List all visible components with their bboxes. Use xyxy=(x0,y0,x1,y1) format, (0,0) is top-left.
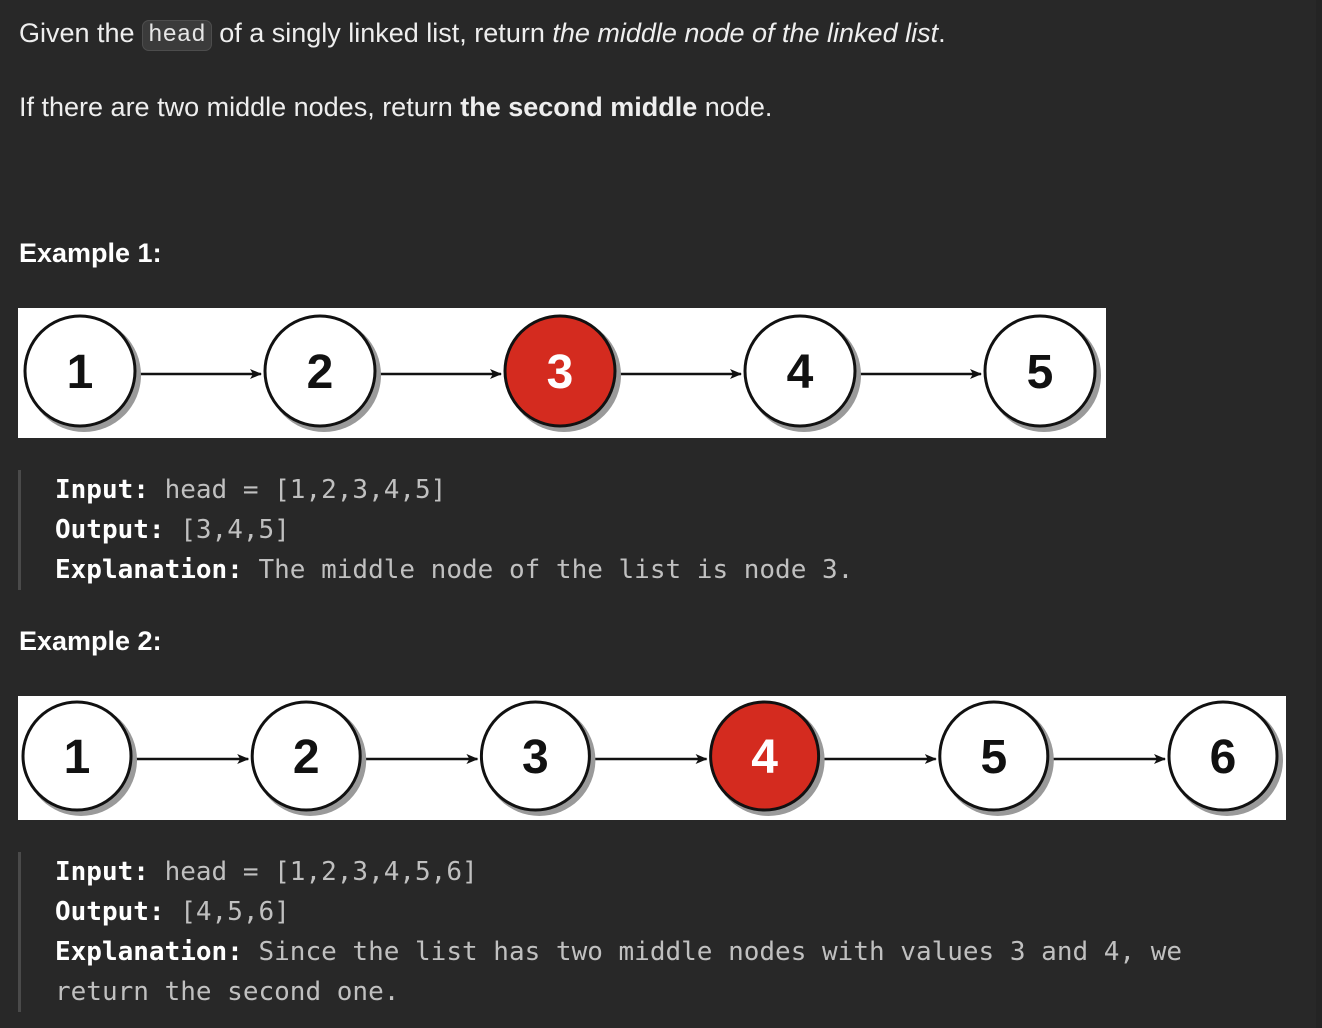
example-2-block: Input: head = [1,2,3,4,5,6] Output: [4,5… xyxy=(18,852,1182,1012)
list-node-circle xyxy=(743,314,857,428)
input-value: head = [1,2,3,4,5,6] xyxy=(164,857,478,887)
output-label: Output: xyxy=(55,897,165,927)
inline-code-head: head xyxy=(142,20,212,51)
list-node-circle xyxy=(938,700,1050,812)
problem-statement: Given the head of a singly linked list, … xyxy=(19,16,946,54)
list-node-circle xyxy=(983,314,1097,428)
list-node-value: 3 xyxy=(547,346,574,399)
example-1-block: Input: head = [1,2,3,4,5] Output: [3,4,5… xyxy=(18,470,853,590)
list-node-value: 5 xyxy=(1027,346,1054,399)
example-2-linked-list-image: 1 2 3 4 5 6 xyxy=(18,696,1286,820)
middle-node-circle xyxy=(503,314,617,428)
list-node-value: 5 xyxy=(980,731,1007,784)
statement-text: of a singly linked list, return xyxy=(211,18,553,48)
explanation-label: Explanation: xyxy=(55,555,243,585)
list-node-circle xyxy=(263,314,377,428)
explanation-text: Since the list has two middle nodes with… xyxy=(258,937,1183,967)
list-node-value: 1 xyxy=(67,346,94,399)
output-label: Output: xyxy=(55,515,165,545)
statement-text: . xyxy=(938,18,946,48)
explanation-text: return the second one. xyxy=(55,977,400,1007)
example-2-explanation: Explanation: Since the list has two midd… xyxy=(55,932,1182,972)
output-value: [3,4,5] xyxy=(180,515,290,545)
input-value: head = [1,2,3,4,5] xyxy=(164,475,447,505)
problem-note: If there are two middle nodes, return th… xyxy=(19,90,772,124)
example-2-linked-list-diagram: 1 2 3 4 5 6 xyxy=(21,700,1283,816)
statement-emphasis: the middle node of the linked list xyxy=(552,18,939,48)
example-1-title: Example 1: xyxy=(19,238,162,268)
list-node-value: 6 xyxy=(1210,731,1237,784)
output-value: [4,5,6] xyxy=(180,897,290,927)
note-text: If there are two middle nodes, return xyxy=(19,92,461,122)
example-1-output: Output: [3,4,5] xyxy=(55,510,853,550)
input-label: Input: xyxy=(55,857,149,887)
list-node-value: 2 xyxy=(293,731,320,784)
explanation-text: The middle node of the list is node 3. xyxy=(258,555,854,585)
scrollbar-track[interactable] xyxy=(1316,0,1322,1028)
input-label: Input: xyxy=(55,475,149,505)
list-node-value: 2 xyxy=(307,346,334,399)
example-2-output: Output: [4,5,6] xyxy=(55,892,1182,932)
list-node-circle xyxy=(23,314,137,428)
list-node-value: 4 xyxy=(787,346,814,399)
list-node-circle xyxy=(1167,700,1279,812)
example-1-input: Input: head = [1,2,3,4,5] xyxy=(55,470,853,510)
example-1-linked-list-diagram: 1 2 3 4 5 xyxy=(23,314,1101,432)
middle-node-circle xyxy=(709,700,821,812)
list-node-circle xyxy=(21,700,133,812)
note-text: node. xyxy=(697,92,773,122)
example-2-explanation-cont: return the second one. xyxy=(55,972,1182,1012)
example-1-linked-list-image: 1 2 3 4 5 xyxy=(18,308,1106,438)
list-node-circle xyxy=(479,700,591,812)
note-strong: the second middle xyxy=(460,92,698,122)
statement-text: Given the xyxy=(19,18,143,48)
explanation-label: Explanation: xyxy=(55,937,243,967)
example-2-input: Input: head = [1,2,3,4,5,6] xyxy=(55,852,1182,892)
example-1-explanation: Explanation: The middle node of the list… xyxy=(55,550,853,590)
list-node-value: 4 xyxy=(751,731,778,784)
list-node-circle xyxy=(250,700,362,812)
list-node-value: 3 xyxy=(522,731,549,784)
example-2-title: Example 2: xyxy=(19,626,162,656)
list-node-value: 1 xyxy=(64,731,91,784)
